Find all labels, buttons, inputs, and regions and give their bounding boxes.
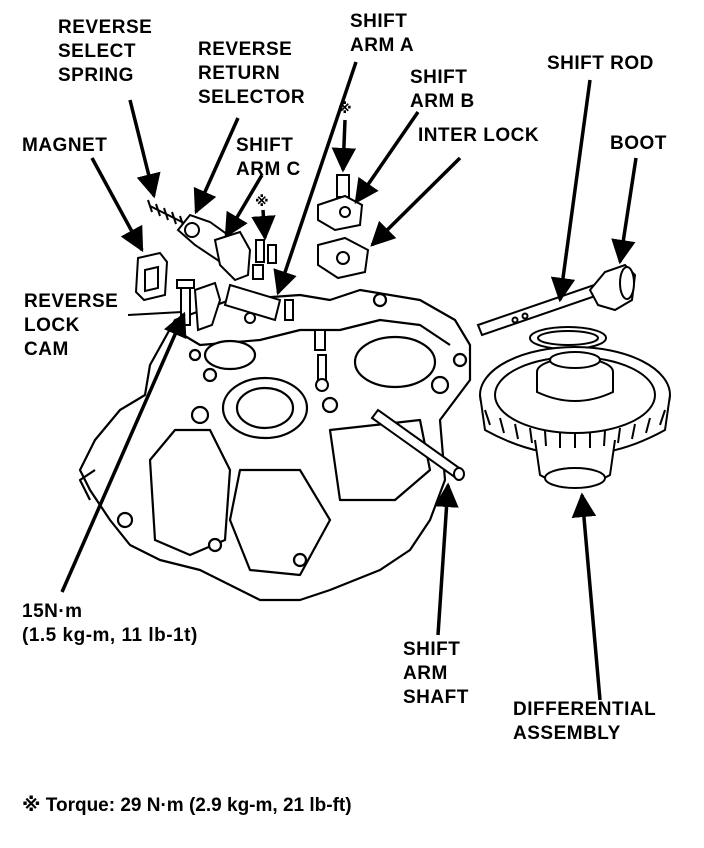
- label-reverse-lock-cam: REVERSE LOCK CAM: [24, 291, 119, 360]
- label-shift-arm-a: SHIFT ARM A: [350, 11, 415, 56]
- leader-magnet: [90, 157, 144, 253]
- transmission-case: [78, 288, 472, 602]
- label-reverse-select-spring: REVERSE SELECT SPRING: [58, 17, 153, 86]
- label-shift-arm-b: SHIFT ARM B: [410, 67, 475, 112]
- leader-boot: [611, 157, 638, 265]
- label-shift-arm-c: SHIFT ARM C: [236, 135, 301, 180]
- reverse-lock-cam-part: [176, 279, 222, 332]
- leader-differential: [571, 492, 602, 701]
- label-reverse-return-selector: REVERSE RETURN SELECTOR: [198, 39, 306, 108]
- leader-shift-arm-c: [224, 174, 264, 239]
- shift-arm-b-part: [317, 174, 364, 232]
- leader-inter-lock: [370, 156, 462, 247]
- snap-ring: [529, 326, 607, 350]
- footnote-text: Torque: 29 N·m (2.9 kg-m, 21 lb-ft): [45, 795, 352, 816]
- inter-lock-part: [317, 236, 370, 280]
- asterisk-marker-arm-c: ※: [255, 193, 269, 209]
- leader-reverse-select-spring: [128, 99, 161, 199]
- shift-arm-c-part: [213, 230, 282, 324]
- footnote-torque: ※ Torque: 29 N·m (2.9 kg-m, 21 lb-ft): [22, 794, 352, 818]
- label-shift-arm-shaft: SHIFT ARM SHAFT: [403, 639, 469, 708]
- leader-shift-arm-b: [354, 111, 420, 205]
- reverse-select-spring-part: [147, 199, 187, 229]
- label-bolt-torque-15nm: 15N·m (1.5 kg-m, 11 lb-1t): [22, 601, 198, 646]
- label-magnet: MAGNET: [22, 135, 108, 156]
- leader-shift-arm-shaft: [434, 482, 459, 636]
- label-inter-lock: INTER LOCK: [418, 125, 540, 146]
- bolts-arm-a: [314, 329, 329, 392]
- differential-part: [479, 346, 671, 489]
- leader-reverse-lock-cam: [127, 311, 183, 316]
- label-shift-rod: SHIFT ROD: [547, 53, 654, 74]
- leader-lines: [60, 61, 638, 701]
- bolts-arm-c: [252, 239, 294, 321]
- leader-asterisk-arm-c: [251, 209, 276, 241]
- leader-shift-arm-a: [273, 61, 358, 296]
- label-boot: BOOT: [610, 133, 667, 154]
- asterisk-marker-arm-b: ※: [338, 100, 352, 116]
- label-differential-assembly: DIFFERENTIAL ASSEMBLY: [513, 699, 657, 744]
- leader-asterisk-arm-b: [331, 119, 357, 173]
- leader-shift-rod: [550, 79, 592, 303]
- leader-reverse-return-selector: [193, 117, 240, 215]
- boot-part: [588, 263, 637, 312]
- footnote-asterisk: ※: [22, 795, 41, 816]
- magnet-part: [134, 251, 169, 302]
- leader-bolt-15nm: [60, 311, 187, 593]
- shift-arm-shaft-part: [370, 408, 465, 481]
